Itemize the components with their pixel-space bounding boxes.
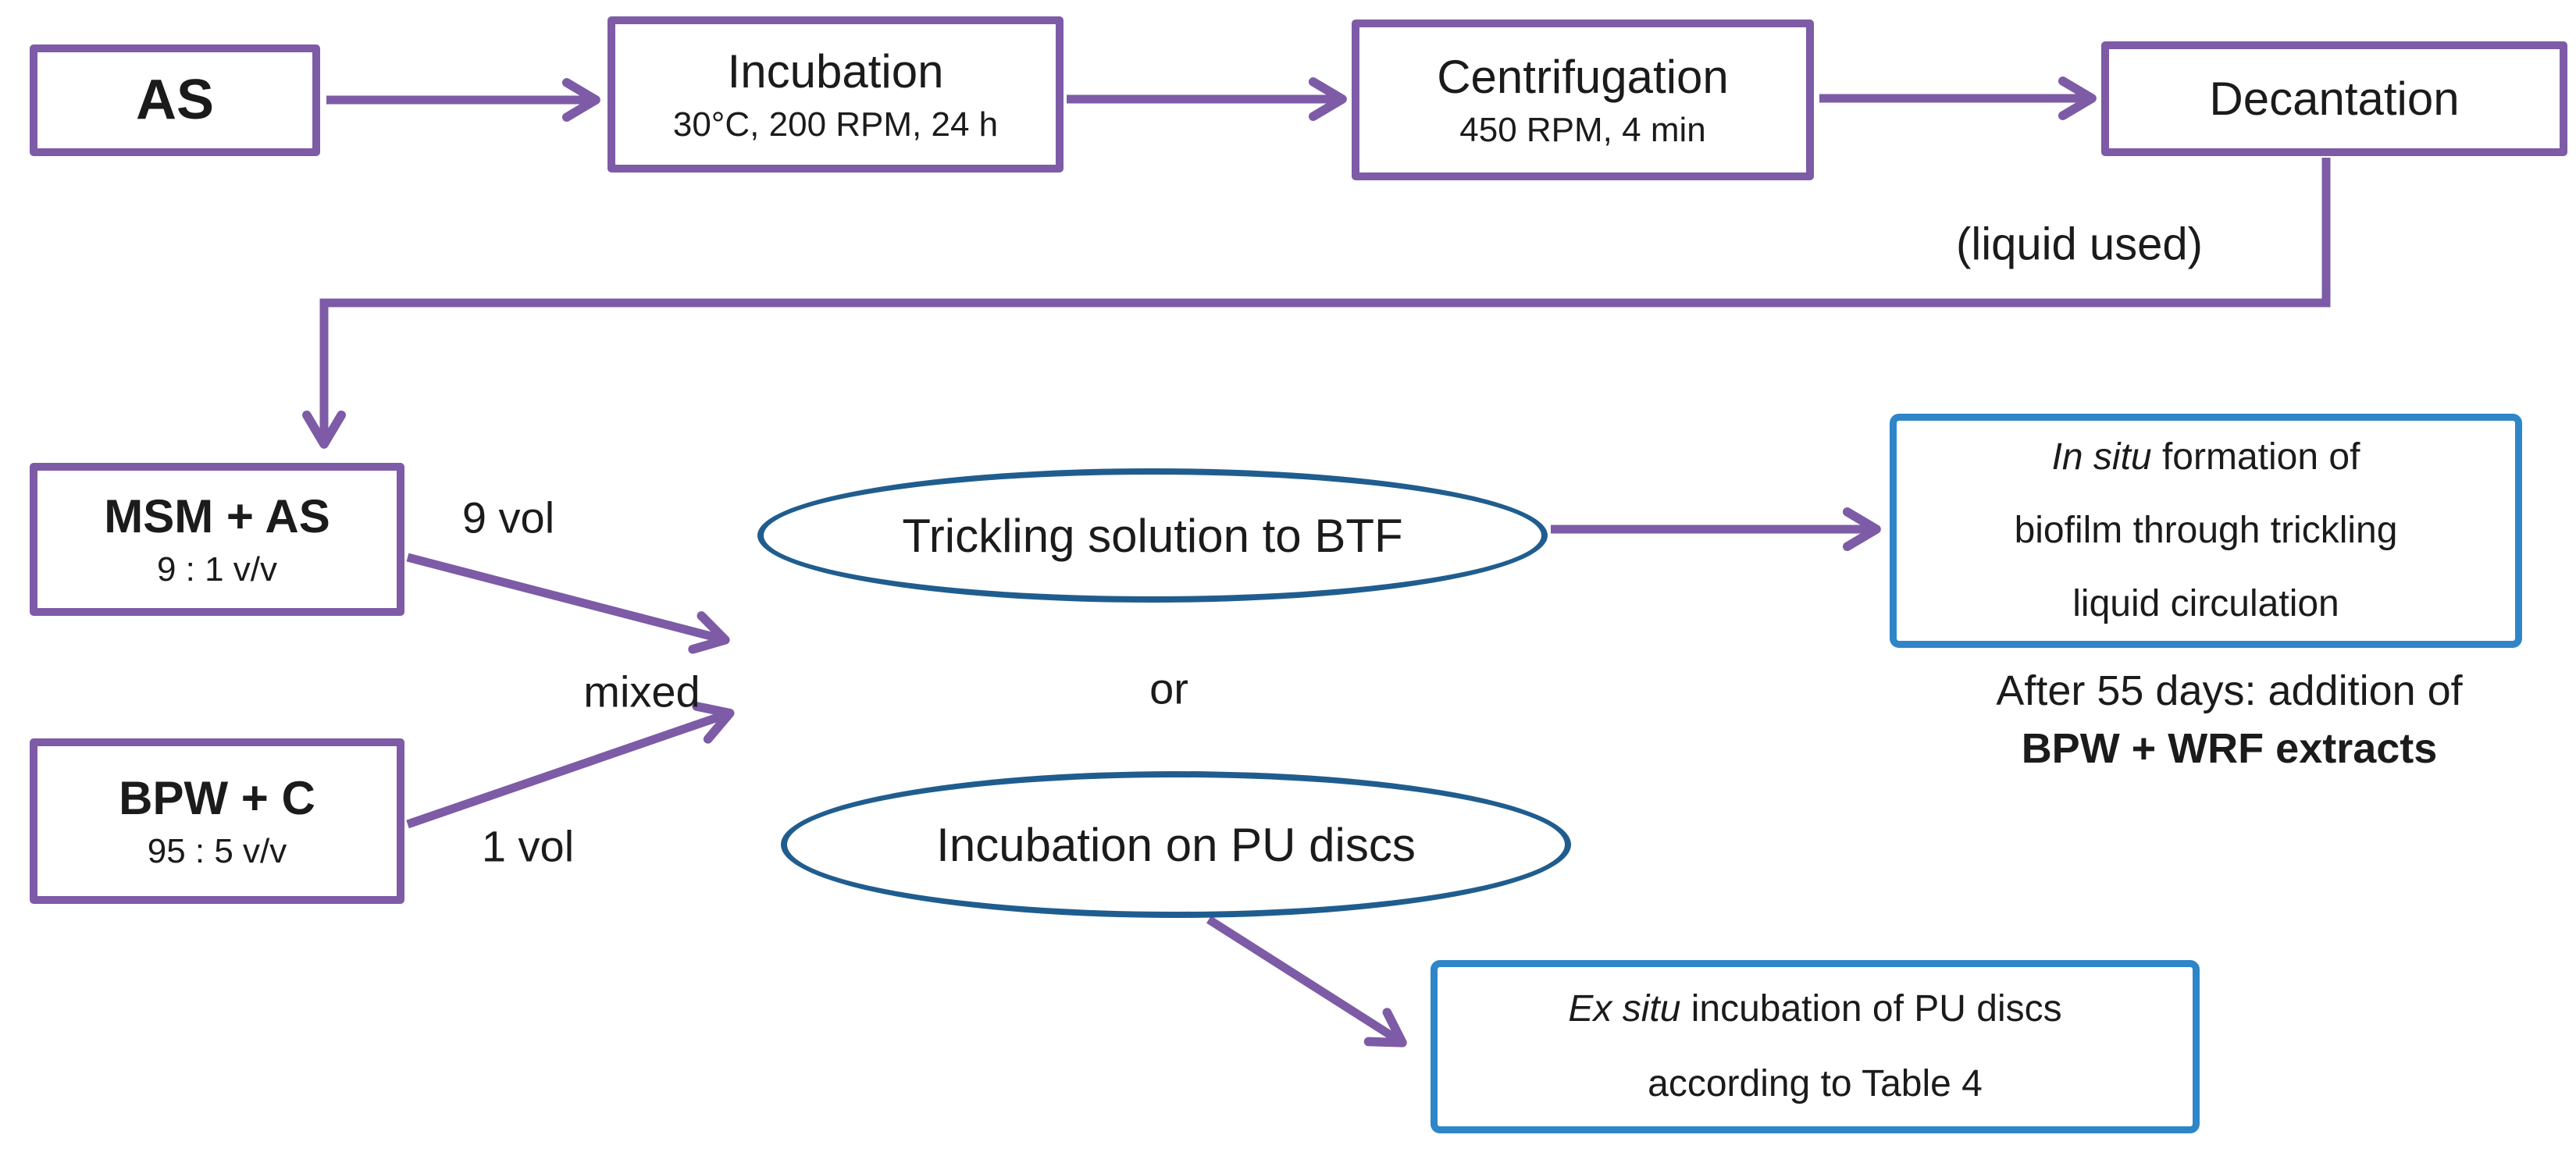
- after-days-caption: After 55 days: addition of BPW + WRF ext…: [1882, 662, 2576, 777]
- centrifugation-box-title: Centrifugation: [1437, 50, 1729, 103]
- in-situ-line-2: biofilm through trickling: [2014, 510, 2398, 551]
- in-situ-line-1: In situ formation of: [2052, 421, 2360, 494]
- bpw-c-box: BPW + C 95 : 5 v/v: [30, 738, 404, 904]
- msm-as-box-title: MSM + AS: [104, 489, 330, 542]
- arrow-pudiscs-to-exsitu: [1206, 916, 1407, 1048]
- in-situ-line-3: liquid circulation: [2072, 583, 2339, 624]
- centrifugation-box: Centrifugation 450 RPM, 4 min: [1352, 20, 1814, 180]
- incubation-box-title: Incubation: [727, 44, 944, 98]
- caption-line-2: BPW + WRF extracts: [2021, 725, 2438, 772]
- ex-situ-line-2: according to Table 4: [1648, 1063, 1983, 1104]
- as-box: AS: [30, 44, 320, 156]
- bpw-c-box-title: BPW + C: [119, 771, 315, 824]
- incubation-box: Incubation 30°C, 200 RPM, 24 h: [607, 16, 1064, 173]
- msm-as-box-subtitle: 9 : 1 v/v: [156, 550, 278, 589]
- pu-discs-ellipse: Incubation on PU discs: [781, 771, 1571, 918]
- in-situ-box: In situ formation of biofilm through tri…: [1890, 414, 2522, 648]
- arrow-msm-to-mix: [406, 553, 730, 654]
- ex-situ-italic: Ex situ: [1568, 988, 1681, 1030]
- ex-situ-line-1: Ex situ incubation of PU discs: [1568, 972, 2061, 1047]
- trickling-ellipse-label: Trickling solution to BTF: [902, 509, 1403, 562]
- ex-situ-line-1-rest: incubation of PU discs: [1680, 988, 2062, 1030]
- bpw-c-box-subtitle: 95 : 5 v/v: [147, 831, 287, 870]
- msm-as-box: MSM + AS 9 : 1 v/v: [30, 463, 404, 616]
- incubation-box-subtitle: 30°C, 200 RPM, 24 h: [672, 105, 999, 144]
- as-box-title: AS: [135, 69, 215, 132]
- connector-decantation-to-msm: [302, 158, 2331, 449]
- ex-situ-box: Ex situ incubation of PU discs according…: [1431, 960, 2200, 1133]
- one-vol-label: 1 vol: [481, 821, 575, 871]
- caption-line-1: After 55 days: addition of: [1996, 667, 2463, 714]
- in-situ-italic: In situ: [2051, 436, 2152, 478]
- pu-discs-ellipse-label: Incubation on PU discs: [936, 818, 1416, 871]
- centrifugation-box-subtitle: 450 RPM, 4 min: [1459, 110, 1706, 149]
- liquid-used-label: (liquid used): [1956, 219, 2203, 270]
- arrow-bpw-to-mix: [406, 702, 735, 829]
- decantation-box-title: Decantation: [2209, 72, 2460, 125]
- or-label: or: [1149, 663, 1188, 713]
- nine-vol-label: 9 vol: [461, 493, 555, 542]
- in-situ-line-1-rest: formation of: [2151, 436, 2360, 478]
- mixed-label: mixed: [583, 667, 700, 717]
- trickling-ellipse: Trickling solution to BTF: [757, 468, 1548, 603]
- decantation-box: Decantation: [2101, 41, 2567, 156]
